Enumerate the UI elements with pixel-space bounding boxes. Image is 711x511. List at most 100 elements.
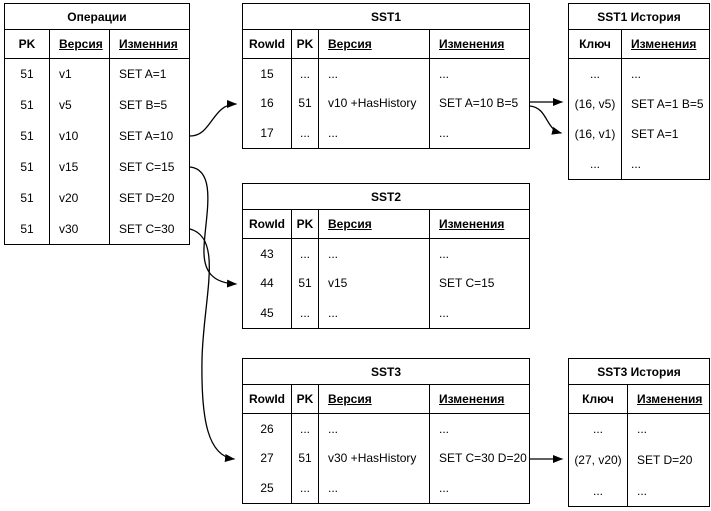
table-cell: 44 — [243, 268, 292, 299]
table-cell: 51 — [292, 88, 319, 119]
table-cell: 51 — [5, 182, 50, 214]
table-cell: 27 — [243, 443, 292, 474]
table-cell: v15 — [50, 151, 110, 183]
table-cell: ... — [319, 414, 430, 444]
table-cell: ... — [637, 422, 648, 437]
table-sst2-grid: RowId PK Версия Изменения 43 ... ... ...… — [243, 210, 529, 328]
table-cell: ... — [439, 246, 450, 261]
table-sst2-title: SST2 — [243, 184, 529, 210]
table-cell: ... — [319, 59, 430, 89]
table-sst3-grid: RowId PK Версия Изменения 26 ... ... ...… — [243, 385, 529, 503]
table-cell: SET A=10 B=5 — [439, 96, 519, 111]
table-cell: ... — [292, 118, 319, 148]
col-header: Ключ — [569, 30, 622, 59]
col-header: Изменния — [110, 30, 189, 59]
table-cell: v20 — [50, 182, 110, 214]
table-operations-title: Операции — [5, 4, 189, 30]
table-cell: ... — [439, 421, 450, 436]
table-sst3-history: SST3 История Ключ Изменения ... ... (27,… — [568, 358, 710, 507]
table-cell: SET C=30 — [119, 221, 175, 236]
col-header: Изменения — [628, 385, 709, 414]
col-header: Ключ — [569, 385, 628, 414]
col-header: Изменения — [430, 385, 529, 414]
table-cell: ... — [631, 67, 642, 81]
table-sst1-history-title: SST1 История — [569, 4, 709, 30]
table-cell: 17 — [243, 118, 292, 148]
table-cell: v10 +HasHistory — [319, 88, 430, 119]
table-cell: ... — [292, 298, 319, 328]
table-sst1-grid: RowId PK Версия Изменения 15 ... ... ...… — [243, 30, 529, 148]
table-cell: v5 — [50, 89, 110, 121]
table-sst3: SST3 RowId PK Версия Изменения 26 ... ..… — [242, 358, 530, 504]
table-cell: ... — [569, 149, 622, 179]
table-cell: (27, v20) — [569, 444, 628, 476]
col-header: Версия — [319, 30, 430, 59]
col-header: Изменения — [622, 30, 709, 59]
col-header: PK — [292, 210, 319, 239]
col-header: RowId — [243, 385, 292, 414]
table-cell: ... — [439, 481, 450, 496]
table-cell: ... — [319, 239, 430, 269]
table-sst1-history-grid: Ключ Изменения ... ... (16, v5) SET A=1 … — [569, 30, 709, 179]
table-cell: ... — [569, 475, 628, 506]
table-cell: 15 — [243, 59, 292, 89]
col-header: PK — [292, 30, 319, 59]
table-cell: 51 — [5, 89, 50, 121]
table-cell: 43 — [243, 239, 292, 269]
table-cell: SET A=1 — [119, 67, 167, 82]
table-cell: v1 — [50, 59, 110, 90]
table-cell: 51 — [5, 151, 50, 183]
table-cell: ... — [319, 118, 430, 148]
table-cell: ... — [319, 473, 430, 503]
col-header: RowId — [243, 30, 292, 59]
table-cell: 51 — [5, 120, 50, 152]
table-cell: ... — [569, 59, 622, 89]
table-operations-grid: PK Версия Изменния 51 v1 SET A=1 51 v5 S… — [5, 30, 189, 244]
table-cell: v15 — [319, 268, 430, 299]
table-sst1-history: SST1 История Ключ Изменения ... ... (16,… — [568, 3, 710, 180]
table-cell: 25 — [243, 473, 292, 503]
col-header: PK — [5, 30, 50, 59]
table-cell: 51 — [5, 59, 50, 90]
table-sst1: SST1 RowId PK Версия Изменения 15 ... ..… — [242, 3, 530, 149]
table-cell: v10 — [50, 120, 110, 152]
col-header: Версия — [319, 385, 430, 414]
table-cell: 51 — [292, 268, 319, 299]
col-header: RowId — [243, 210, 292, 239]
table-sst1-title: SST1 — [243, 4, 529, 30]
table-cell: ... — [439, 306, 450, 321]
table-cell: SET C=30 D=20 — [439, 451, 527, 466]
table-cell: ... — [569, 414, 628, 445]
col-header: Изменения — [430, 210, 529, 239]
table-cell: 26 — [243, 414, 292, 444]
arrow-v15-to-sst2 — [189, 166, 237, 288]
arrow-v30-to-sst3 — [189, 228, 235, 462]
table-sst3-title: SST3 — [243, 359, 529, 385]
table-cell: ... — [292, 59, 319, 89]
table-cell: SET A=10 — [119, 129, 174, 144]
table-cell: ... — [292, 414, 319, 444]
table-cell: 51 — [292, 443, 319, 474]
col-header: PK — [292, 385, 319, 414]
table-cell: ... — [292, 473, 319, 503]
table-cell: (16, v5) — [569, 89, 622, 119]
table-cell: SET C=15 — [439, 276, 495, 291]
table-cell: 16 — [243, 88, 292, 119]
table-cell: ... — [637, 483, 648, 498]
table-cell: SET D=20 — [119, 190, 175, 205]
table-sst2: SST2 RowId PK Версия Изменения 43 ... ..… — [242, 183, 530, 329]
table-cell: 45 — [243, 298, 292, 328]
table-cell: v30 — [50, 213, 110, 244]
col-header: Изменения — [430, 30, 529, 59]
col-header: Версия — [319, 210, 430, 239]
table-sst3-history-title: SST3 История — [569, 359, 709, 385]
table-cell: ... — [319, 298, 430, 328]
table-cell: ... — [292, 239, 319, 269]
arrow-v10-to-sst1 — [189, 100, 237, 137]
table-cell: SET A=1 B=5 — [631, 97, 704, 111]
col-header: Версия — [50, 30, 110, 59]
table-cell: v30 +HasHistory — [319, 443, 430, 474]
table-cell: ... — [439, 66, 450, 81]
table-cell: ... — [631, 157, 642, 171]
